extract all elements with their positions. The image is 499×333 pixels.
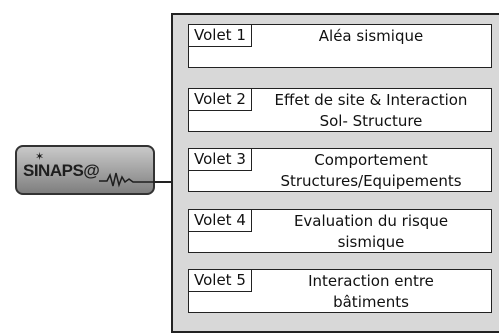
volet-title: Aléa sismique [251, 26, 491, 47]
volet-box-5: Volet 5 Interaction entre bâtiments [188, 269, 492, 313]
volet-label: Volet 3 [189, 149, 252, 171]
volet-title-line2: Sol- Structure [319, 112, 423, 130]
volet-title-line2: Structures/Equipements [280, 172, 462, 190]
volet-box-2: Volet 2 Effet de site & Interaction Sol-… [188, 88, 492, 132]
logo-star-icon: ✶ [35, 150, 45, 163]
sinaps-logo: ✶ SINAPS@ [15, 145, 155, 195]
volet-title: Evaluation du risque sismique [251, 211, 491, 253]
volet-title-line1: Aléa sismique [318, 27, 424, 45]
seismograph-wave-icon [99, 172, 155, 188]
volet-box-4: Volet 4 Evaluation du risque sismique [188, 209, 492, 253]
volet-title-line1: Effet de site & Interaction [274, 91, 468, 109]
volet-title: Effet de site & Interaction Sol- Structu… [251, 90, 491, 132]
volet-box-1: Volet 1 Aléa sismique [188, 24, 492, 68]
volet-title-line2: bâtiments [333, 293, 409, 311]
volet-title-line1: Interaction entre [308, 272, 434, 290]
volet-label: Volet 4 [189, 210, 252, 232]
volet-title: Interaction entre bâtiments [251, 271, 491, 313]
volet-title-line1: Comportement [314, 151, 428, 169]
volet-title-line2: sismique [337, 233, 405, 251]
logo-text: SINAPS@ [23, 161, 100, 180]
volet-title: Comportement Structures/Equipements [251, 150, 491, 192]
volet-label: Volet 2 [189, 89, 252, 111]
volet-box-3: Volet 3 Comportement Structures/Equipeme… [188, 148, 492, 192]
volet-label: Volet 1 [189, 25, 252, 47]
volet-label: Volet 5 [189, 270, 252, 292]
volet-title-line1: Evaluation du risque [293, 212, 449, 230]
connector-line [155, 181, 172, 183]
